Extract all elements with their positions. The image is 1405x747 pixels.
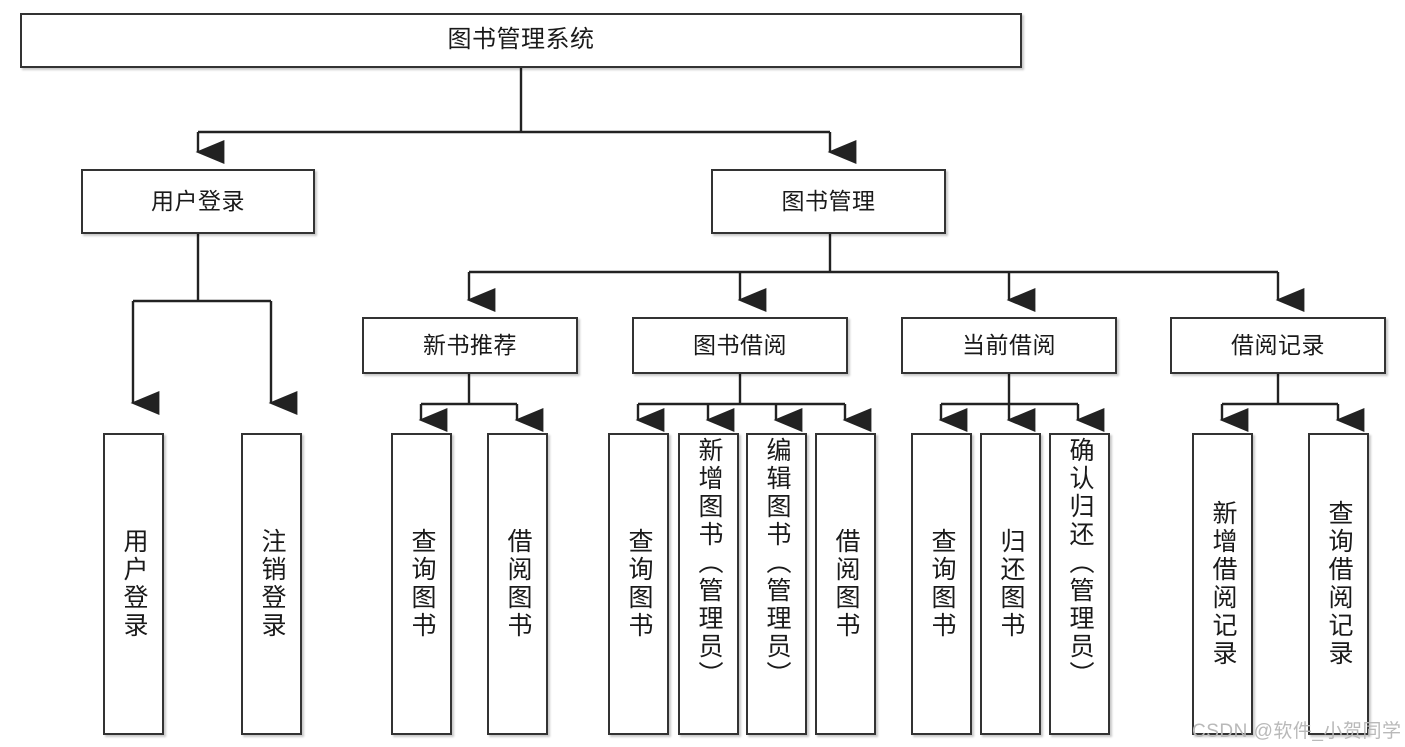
node-new-book-recommend[interactable]: 新书推荐 (362, 317, 578, 374)
leaf-query-book-1[interactable]: 查询图书 (391, 433, 452, 735)
leaf-add-record[interactable]: 新增借阅记录 (1192, 433, 1253, 735)
leaf-query-record-label: 查询借阅记录 (1325, 500, 1353, 668)
node-user-login[interactable]: 用户登录 (81, 169, 315, 234)
node-book-manage-label: 图书管理 (781, 187, 876, 214)
node-book-manage[interactable]: 图书管理 (711, 169, 946, 234)
node-current-borrow[interactable]: 当前借阅 (901, 317, 1117, 374)
leaf-edit-book-label: 编辑图书（管理员） (763, 437, 791, 689)
node-borrow-record-label: 借阅记录 (1231, 331, 1325, 358)
leaf-query-book-3[interactable]: 查询图书 (911, 433, 972, 735)
node-book-borrow-label: 图书借阅 (693, 331, 787, 358)
leaf-query-record[interactable]: 查询借阅记录 (1308, 433, 1369, 735)
node-current-borrow-label: 当前借阅 (962, 331, 1056, 358)
leaf-return-book[interactable]: 归还图书 (980, 433, 1041, 735)
node-new-book-recommend-label: 新书推荐 (423, 331, 517, 358)
leaf-user-login-label: 用户登录 (120, 528, 148, 640)
leaf-borrow-book-2-label: 借阅图书 (832, 528, 860, 640)
leaf-return-book-label: 归还图书 (997, 528, 1025, 640)
node-root-label: 图书管理系统 (447, 26, 595, 54)
leaf-query-book-3-label: 查询图书 (928, 528, 956, 640)
leaf-logout-label: 注销登录 (258, 528, 286, 640)
leaf-add-book-label: 新增图书（管理员） (695, 437, 723, 689)
leaf-confirm-return[interactable]: 确认归还（管理员） (1049, 433, 1110, 735)
node-root[interactable]: 图书管理系统 (20, 13, 1022, 68)
leaf-borrow-book-1-label: 借阅图书 (504, 528, 532, 640)
node-borrow-record[interactable]: 借阅记录 (1170, 317, 1386, 374)
leaf-add-record-label: 新增借阅记录 (1209, 500, 1237, 668)
node-user-login-label: 用户登录 (151, 187, 245, 214)
leaf-borrow-book-2[interactable]: 借阅图书 (815, 433, 876, 735)
csdn-watermark: CSDN @软件_小贺同学 (1192, 721, 1402, 742)
leaf-query-book-2[interactable]: 查询图书 (608, 433, 669, 735)
leaf-user-login[interactable]: 用户登录 (103, 433, 164, 735)
leaf-confirm-return-label: 确认归还（管理员） (1066, 437, 1094, 689)
leaf-add-book[interactable]: 新增图书（管理员） (678, 433, 739, 735)
leaf-edit-book[interactable]: 编辑图书（管理员） (746, 433, 807, 735)
leaf-query-book-2-label: 查询图书 (625, 528, 653, 640)
leaf-logout[interactable]: 注销登录 (241, 433, 302, 735)
leaf-query-book-1-label: 查询图书 (408, 528, 436, 640)
node-book-borrow[interactable]: 图书借阅 (632, 317, 848, 374)
leaf-borrow-book-1[interactable]: 借阅图书 (487, 433, 548, 735)
